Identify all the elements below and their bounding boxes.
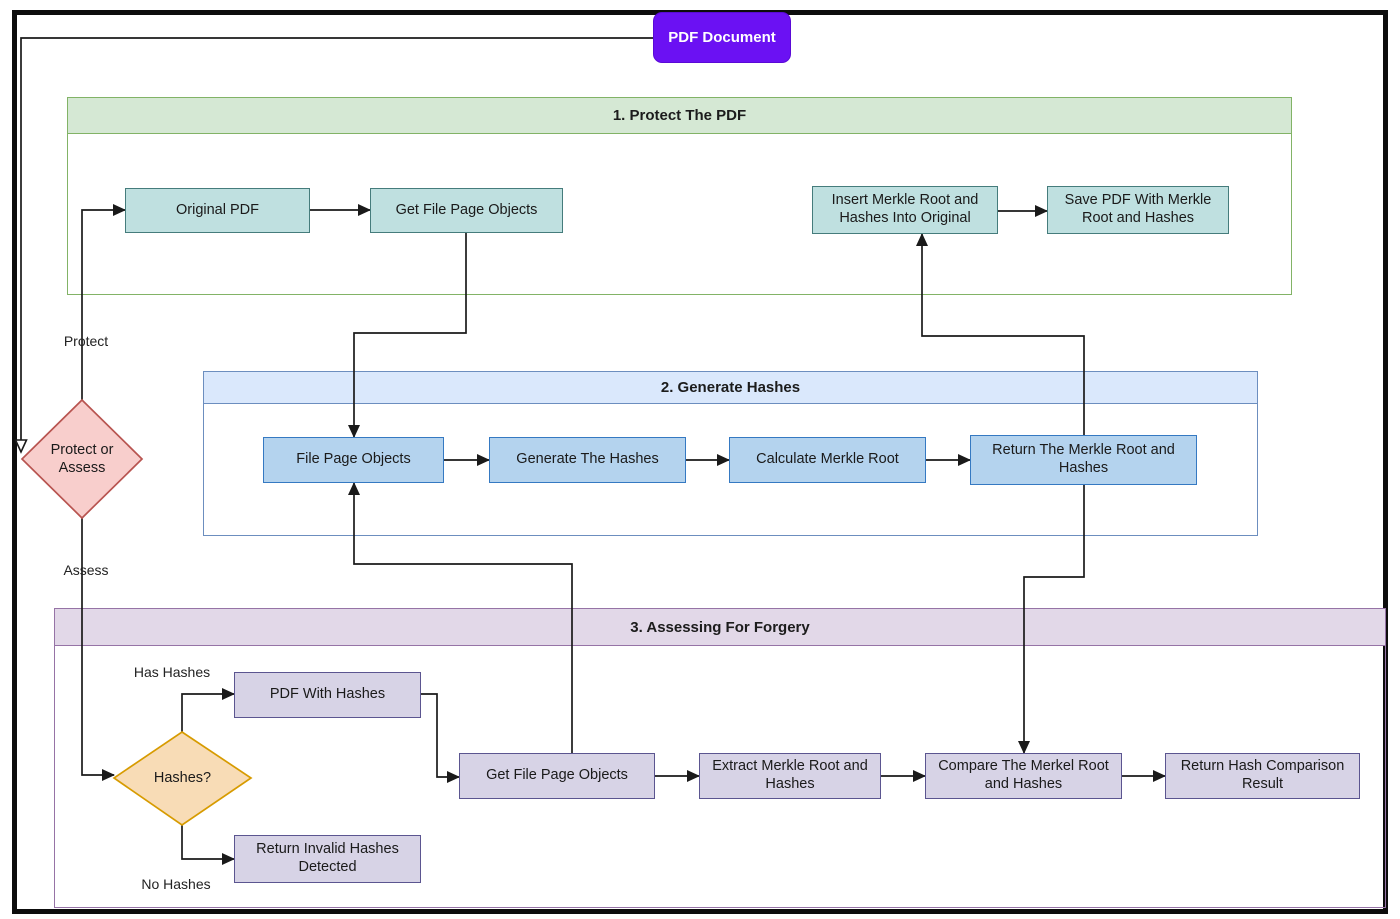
section-protect-header: 1. Protect The PDF — [68, 98, 1291, 134]
node-generate-the-hashes: Generate The Hashes — [489, 437, 686, 483]
connector-hashes-to-pdfwithhashes — [181, 688, 235, 732]
node-return-the-merkle-root: Return The Merkle Root and Hashes — [970, 435, 1197, 485]
section-generate-hashes: 2. Generate Hashes — [203, 371, 1258, 536]
decision-protect-or-assess-shape — [20, 398, 144, 520]
node-extract-merkle-root: Extract Merkle Root and Hashes — [699, 753, 881, 799]
node-save-pdf-with-merkle: Save PDF With Merkle Root and Hashes — [1047, 186, 1229, 234]
section-protect-title: 1. Protect The PDF — [612, 107, 747, 124]
node-insert-merkle-root: Insert Merkle Root and Hashes Into Origi… — [812, 186, 998, 234]
section-assessing-for-forgery: 3. Assessing For Forgery — [54, 608, 1386, 908]
connector-pdfdocument-to-protectorassess — [14, 37, 655, 454]
connector-getfilepageobjects1-to-filepageobjects — [348, 233, 467, 438]
connector-returnmerkle-to-comparemerkel — [1018, 485, 1085, 754]
decision-hashes-shape — [112, 730, 253, 827]
node-pdf-document-label: PDF Document — [668, 29, 776, 46]
connector-protect-branch — [81, 204, 126, 400]
connector-getfilepageobjects2-to-filepageobjects — [348, 482, 573, 753]
node-pdf-document: PDF Document — [653, 12, 791, 63]
section-protect-the-pdf: 1. Protect The PDF — [67, 97, 1292, 295]
section-assess-title: 3. Assessing For Forgery — [630, 618, 810, 636]
section-generate-header: 2. Generate Hashes — [204, 372, 1257, 404]
connector-returnmerkle-to-insertmerkle — [916, 233, 1085, 435]
edge-label-has-hashes: Has Hashes — [133, 664, 211, 680]
node-pdf-with-hashes: PDF With Hashes — [234, 672, 421, 718]
connector-pdfwithhashes-to-getfilepageobjects2 — [421, 693, 460, 783]
node-file-page-objects: File Page Objects — [263, 437, 444, 483]
node-calculate-merkle-root: Calculate Merkle Root — [729, 437, 926, 483]
edge-label-protect: Protect — [63, 333, 109, 349]
node-get-file-page-objects-1: Get File Page Objects — [370, 188, 563, 233]
node-return-hash-comparison-result: Return Hash Comparison Result — [1165, 753, 1360, 799]
edge-label-no-hashes: No Hashes — [141, 876, 211, 892]
edge-label-assess: Assess — [63, 562, 109, 578]
connector-assess-branch — [81, 518, 115, 781]
node-original-pdf: Original PDF — [125, 188, 310, 233]
node-get-file-page-objects-2: Get File Page Objects — [459, 753, 655, 799]
section-generate-title: 2. Generate Hashes — [660, 379, 801, 396]
node-return-invalid-hashes: Return Invalid Hashes Detected — [234, 835, 421, 883]
section-assess-header: 3. Assessing For Forgery — [55, 609, 1385, 646]
node-compare-the-merkel-root: Compare The Merkel Root and Hashes — [925, 753, 1122, 799]
connector-hashes-to-returninvalid — [181, 825, 235, 865]
